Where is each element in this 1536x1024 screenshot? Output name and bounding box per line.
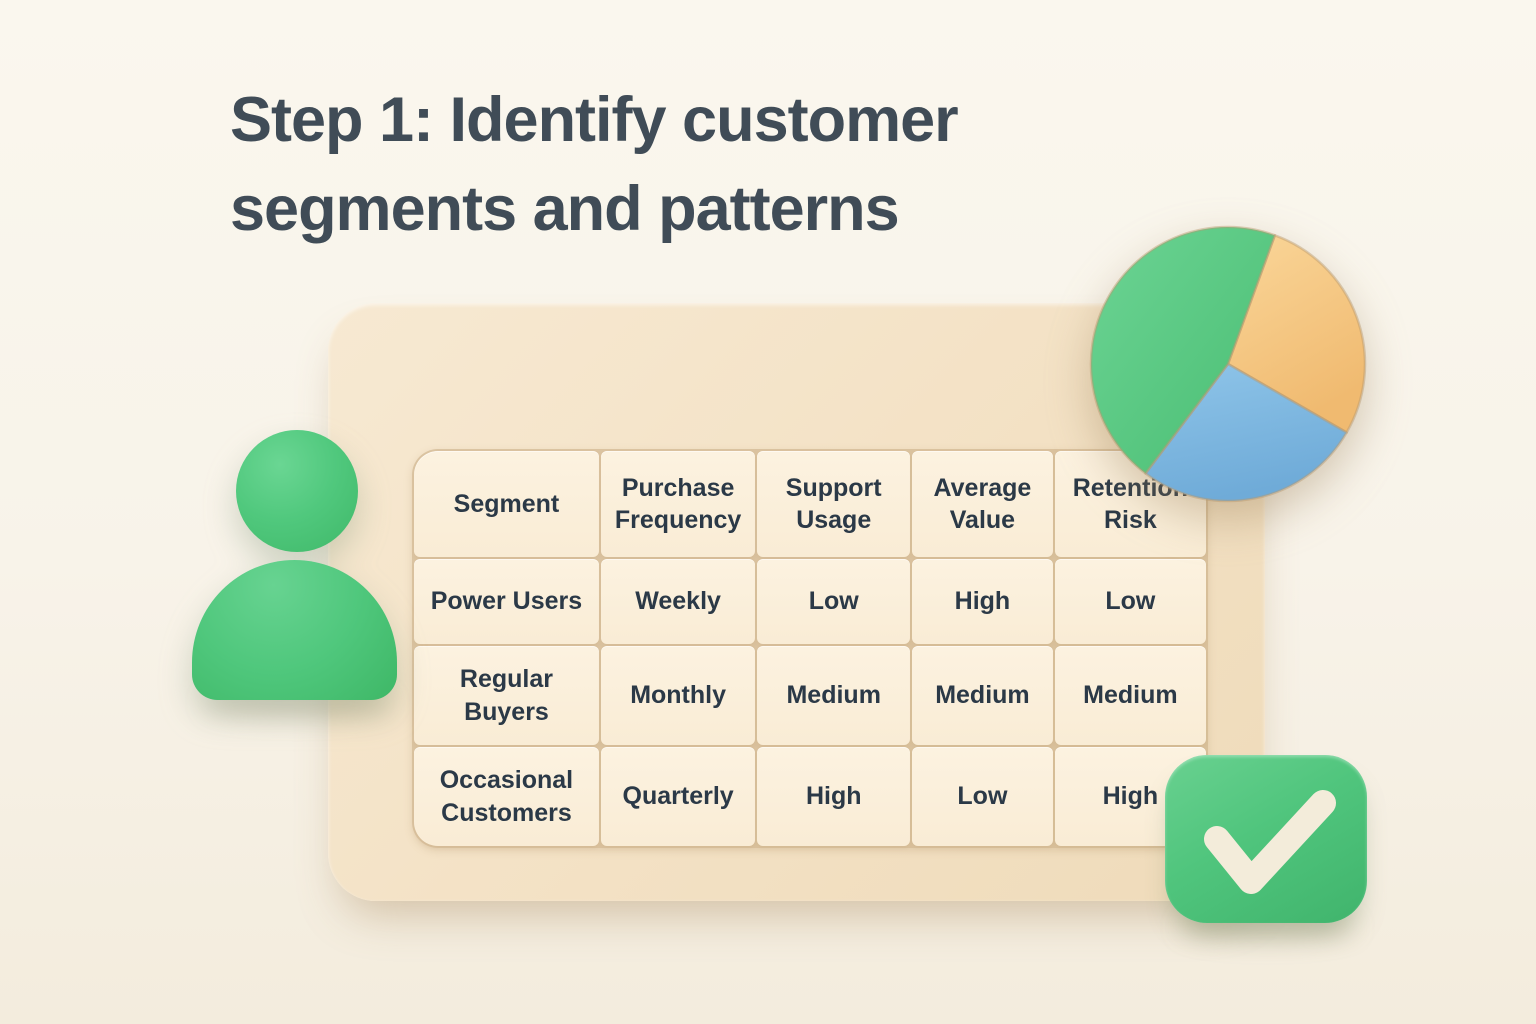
table-header-cell: Segment xyxy=(414,451,599,557)
table-cell: Low xyxy=(757,559,911,644)
table-cell: Quarterly xyxy=(600,747,756,846)
table-cell: Medium xyxy=(1054,646,1206,745)
pie-slice-green xyxy=(1089,225,1277,475)
segments-table: Segment Purchase Frequency Support Usage… xyxy=(412,449,1208,848)
table-cell: Low xyxy=(912,747,1053,846)
table-cell: Monthly xyxy=(600,646,756,745)
user-head xyxy=(236,430,358,552)
checkmark-icon xyxy=(1204,790,1336,894)
table-cell: Weekly xyxy=(600,559,756,644)
table-cell: Power Users xyxy=(414,559,599,644)
table-cell: High xyxy=(757,747,911,846)
table-header-cell: Purchase Frequency xyxy=(600,451,756,557)
user-body xyxy=(192,560,397,700)
pie-chart-icon xyxy=(1089,225,1367,503)
pie-slice-orange xyxy=(1226,234,1367,434)
table-cell: Medium xyxy=(912,646,1053,745)
table-header-cell: Average Value xyxy=(912,451,1053,557)
table-header-cell: Support Usage xyxy=(757,451,911,557)
user-icon xyxy=(192,430,397,702)
page-title: Step 1: Identify customer segments and p… xyxy=(230,85,959,245)
table-cell: Medium xyxy=(757,646,911,745)
table-cell: High xyxy=(912,559,1053,644)
table-cell: Occasional Customers xyxy=(414,747,599,846)
checkmark-badge xyxy=(1165,755,1367,923)
pie-slice-blue xyxy=(1144,362,1348,503)
table-cell: Low xyxy=(1054,559,1206,644)
table-cell: Regular Buyers xyxy=(414,646,599,745)
